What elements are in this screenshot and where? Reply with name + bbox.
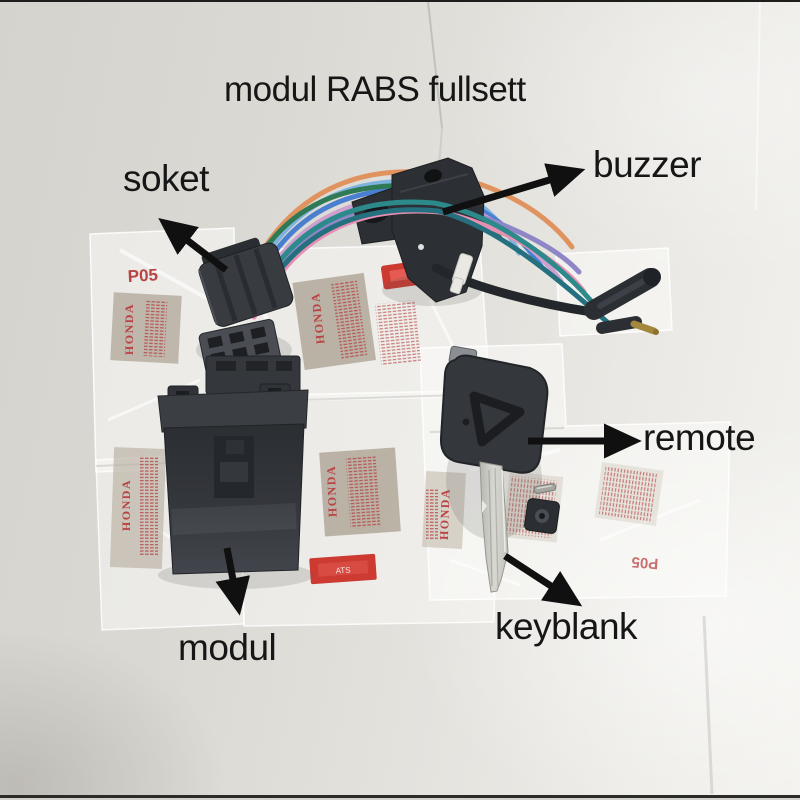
label-keyblank: keyblank bbox=[495, 606, 638, 647]
crinkle bbox=[449, 558, 521, 587]
zip-tie-tail bbox=[449, 276, 464, 295]
pin-highlight bbox=[536, 485, 552, 490]
blade-groove bbox=[494, 467, 499, 589]
modul-clip-window bbox=[220, 462, 248, 482]
buzzer-screw-dot bbox=[418, 244, 424, 250]
crinkle bbox=[119, 248, 211, 302]
blade-notch bbox=[482, 500, 487, 513]
bullet-connector-small bbox=[596, 316, 642, 334]
honda-logo-text: HONDA bbox=[122, 303, 136, 355]
soket-edge-highlight bbox=[197, 269, 218, 325]
crease-line bbox=[755, 0, 761, 211]
label-fine-print bbox=[426, 488, 438, 540]
modul-connector-slot bbox=[246, 361, 268, 371]
arrow-keyblank bbox=[503, 553, 583, 607]
label-modul: modul bbox=[178, 627, 277, 668]
key-head-dot bbox=[462, 418, 470, 426]
soket-pin-slot bbox=[207, 335, 224, 349]
soket-pin-slot bbox=[253, 342, 270, 355]
modul-connector-slot bbox=[216, 361, 236, 371]
label-fine-print bbox=[142, 299, 168, 358]
label-fine-print bbox=[330, 279, 368, 359]
bag-code-left: P05 bbox=[127, 265, 158, 286]
bag-code-right: P05 bbox=[631, 553, 659, 572]
blade-groove bbox=[488, 469, 493, 587]
buzzer-cable bbox=[431, 253, 597, 317]
photo-bottom-edge bbox=[0, 798, 800, 800]
grommet-group bbox=[524, 498, 560, 534]
modul-part bbox=[157, 355, 309, 575]
label-right bbox=[594, 461, 664, 527]
soket-rib bbox=[213, 261, 238, 322]
modul-clip-tab bbox=[226, 440, 244, 454]
label-fine-print bbox=[140, 456, 158, 556]
label-remote: remote bbox=[643, 417, 756, 458]
key-triangle-logo bbox=[469, 391, 525, 447]
photo-bottom-border bbox=[0, 795, 800, 798]
arrow-soket bbox=[158, 218, 229, 273]
key-blade bbox=[479, 461, 509, 593]
bullet-connectors bbox=[584, 268, 661, 335]
soket-pin-slot bbox=[228, 331, 245, 344]
label-strip-center-lower bbox=[319, 447, 401, 537]
modul-shoulder bbox=[157, 389, 309, 433]
arrow-modul bbox=[215, 547, 250, 616]
small-parts bbox=[524, 483, 560, 534]
ats-sticker-text: ATS bbox=[335, 565, 351, 575]
soket-rib bbox=[233, 254, 258, 316]
ats-sticker: ATS bbox=[309, 553, 377, 585]
crease-line bbox=[702, 615, 714, 795]
brass-tip bbox=[653, 329, 659, 335]
wire-darkteal bbox=[249, 207, 615, 329]
honda-logo-text: HONDA bbox=[308, 291, 327, 344]
bullet-connector-highlight bbox=[597, 278, 647, 309]
modul-body bbox=[163, 423, 305, 575]
label-buzzer: buzzer bbox=[593, 144, 702, 185]
label-strip-left-lower bbox=[109, 447, 167, 569]
label-fine-print bbox=[598, 466, 658, 522]
black-sheath-cable bbox=[431, 263, 597, 317]
honda-logo-text: HONDA bbox=[437, 488, 453, 541]
soket-rib bbox=[253, 248, 278, 309]
photo-top-border bbox=[0, 0, 800, 2]
soket-pin-slot bbox=[250, 326, 267, 340]
annotation-arrows bbox=[158, 163, 642, 616]
ats-sticker-band bbox=[317, 560, 369, 577]
buzzer-top-hole bbox=[424, 169, 442, 183]
honda-logo-text: HONDA bbox=[119, 479, 133, 531]
modul-sheen bbox=[171, 503, 297, 535]
bullet-connector-end bbox=[643, 268, 661, 286]
remote-key-part bbox=[439, 345, 549, 593]
wire-teal bbox=[247, 199, 600, 314]
modul-connector-slot bbox=[276, 361, 292, 371]
crease-line bbox=[427, 1, 443, 129]
grommet-hole bbox=[539, 513, 545, 519]
buzzer-ridge bbox=[399, 173, 469, 193]
honda-logo-text: HONDA bbox=[324, 465, 340, 518]
key-head bbox=[439, 354, 549, 474]
label-strip-center bbox=[292, 272, 377, 371]
label-under-blade bbox=[422, 471, 466, 549]
label-strip-left bbox=[110, 292, 182, 364]
arrow-buzzer bbox=[441, 163, 586, 216]
wire-harness-front bbox=[247, 199, 615, 329]
photo-title: modul RABS fullsett bbox=[224, 70, 526, 109]
metal-pin-group bbox=[533, 483, 557, 494]
label-soket: soket bbox=[123, 158, 209, 199]
brass-terminal bbox=[630, 320, 658, 335]
blade-edge-highlight bbox=[501, 469, 506, 553]
label-fine-print bbox=[374, 300, 422, 366]
label-fine-print bbox=[345, 454, 381, 529]
